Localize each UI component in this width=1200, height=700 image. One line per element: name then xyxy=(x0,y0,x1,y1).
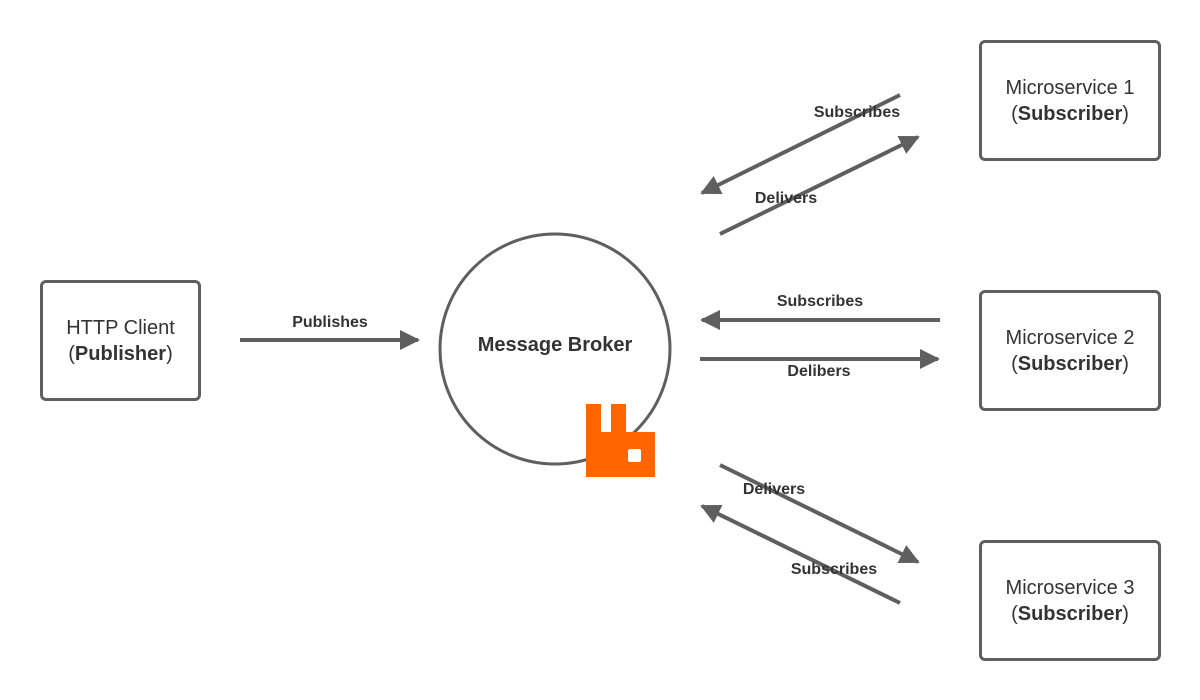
microservice-3-paren-close: ) xyxy=(1122,602,1129,625)
microservice-2-paren-open: ( xyxy=(1011,352,1018,375)
microservice-1-node[interactable]: Microservice 1 (Subscriber) xyxy=(979,40,1161,161)
ms1-delivers-arrow xyxy=(719,135,920,236)
message-broker-label: Message Broker xyxy=(477,334,633,356)
ms3-delivers-arrow xyxy=(719,463,920,564)
rabbitmq-logo-icon xyxy=(586,404,655,477)
microservice-1-title: Microservice 1 xyxy=(1005,76,1135,99)
publisher-role-line: (Publisher) xyxy=(68,341,172,367)
ms3-delivers-label: Delivers xyxy=(742,481,806,498)
publisher-title: HTTP Client xyxy=(66,316,175,339)
ms2-subscribes-label: Subscribes xyxy=(776,293,864,310)
microservice-2-node[interactable]: Microservice 2 (Subscriber) xyxy=(979,290,1161,411)
ms1-subscribes-arrow xyxy=(700,93,901,195)
microservice-1-paren-close: ) xyxy=(1122,102,1129,125)
publisher-node[interactable]: HTTP Client (Publisher) xyxy=(40,280,201,401)
ms1-subscribes-label: Subscribes xyxy=(813,104,901,121)
microservice-1-role-line: (Subscriber) xyxy=(1011,101,1129,127)
microservice-3-node[interactable]: Microservice 3 (Subscriber) xyxy=(979,540,1161,661)
microservice-3-title: Microservice 3 xyxy=(1005,576,1135,599)
ms2-delivers-label: Delibers xyxy=(787,363,851,380)
microservice-3-role-line: (Subscriber) xyxy=(1011,601,1129,627)
microservice-2-paren-close: ) xyxy=(1122,352,1129,375)
ms1-delivers-label: Delivers xyxy=(754,190,818,207)
microservice-3-paren-open: ( xyxy=(1011,602,1018,625)
microservice-2-role-line: (Subscriber) xyxy=(1011,351,1129,377)
publishes-label: Publishes xyxy=(292,314,368,331)
microservice-1-paren-open: ( xyxy=(1011,102,1018,125)
publisher-paren-open: ( xyxy=(68,342,75,365)
ms3-subscribes-arrow xyxy=(700,504,901,605)
microservice-1-role: Subscriber xyxy=(1017,102,1123,125)
microservice-2-title: Microservice 2 xyxy=(1005,326,1135,349)
microservice-3-role: Subscriber xyxy=(1017,602,1123,625)
microservice-2-role: Subscriber xyxy=(1017,352,1123,375)
publisher-paren-close: ) xyxy=(166,342,173,365)
ms3-subscribes-label: Subscribes xyxy=(790,561,878,578)
publisher-role: Publisher xyxy=(74,342,167,365)
